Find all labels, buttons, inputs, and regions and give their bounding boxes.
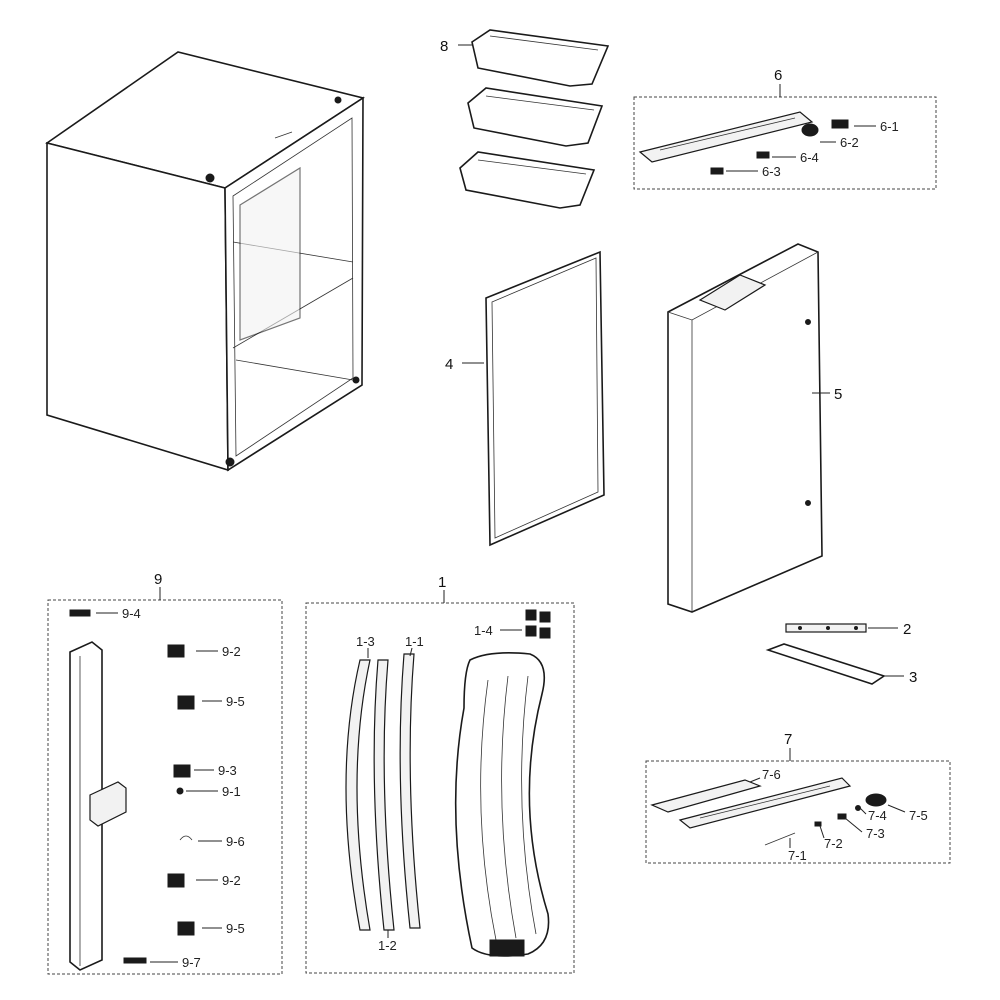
callout-5: 5 [834,386,842,403]
callout-7-5: 7-5 [909,808,928,823]
callout-7-2: 7-2 [824,836,843,851]
callout-1: 1 [438,574,446,591]
box-6 [633,96,937,190]
callout-9-1: 9-1 [222,784,241,799]
callout-6-4: 6-4 [800,150,819,165]
callout-1-1: 1-1 [405,634,424,649]
door-trim-parts [765,623,886,685]
callout-7-3: 7-3 [866,826,885,841]
lower-hinge-parts [650,777,887,846]
callout-9-3: 9-3 [218,763,237,778]
upper-hinge-parts [638,111,849,175]
callout-6-3: 6-3 [762,164,781,179]
box-9 [47,599,283,975]
door-handle-parts [69,609,195,971]
callout-9-7: 9-7 [182,955,201,970]
callout-9-6: 9-6 [226,834,245,849]
callout-1-4: 1-4 [474,623,493,638]
door-gasket [485,250,605,547]
callout-9-2-upper: 9-2 [222,644,241,659]
callout-6-2: 6-2 [840,135,859,150]
callout-6-1: 6-1 [880,119,899,134]
callout-4: 4 [445,356,453,373]
callout-9-5-upper: 9-5 [226,694,245,709]
door-bins [459,29,610,209]
callout-6: 6 [774,67,782,84]
callout-3: 3 [909,669,917,686]
callout-1-3: 1-3 [356,634,375,649]
callout-2: 2 [903,621,911,638]
callout-7-6: 7-6 [762,767,781,782]
callout-7-1: 7-1 [788,848,807,863]
box-1 [305,602,575,974]
callout-1-2: 1-2 [378,938,397,953]
callout-7: 7 [784,731,792,748]
callout-9-2-lower: 9-2 [222,873,241,888]
gasket-strips-parts [345,609,551,957]
callout-7-4: 7-4 [868,808,887,823]
callout-9-4: 9-4 [122,606,141,621]
refrigerator-door [667,243,823,613]
callout-8: 8 [440,38,448,55]
callout-9: 9 [154,571,162,588]
box-7 [645,760,951,864]
refrigerator-cabinet [45,51,365,472]
callout-9-5-lower: 9-5 [226,921,245,936]
